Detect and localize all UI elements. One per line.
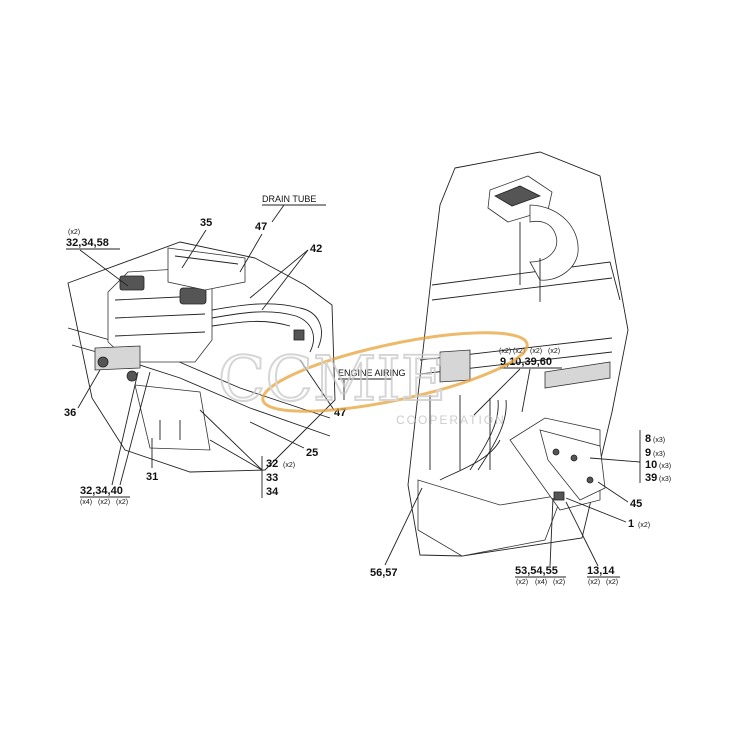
left-callouts: DRAIN TUBE (x2) 32,34,58 35 47 42 ENGINE… bbox=[64, 194, 406, 506]
qty-label: (x2) bbox=[283, 462, 295, 469]
right-callouts: (x2) (x2) (x2) (x2) 9,10,39,60 8 (x3) 9 … bbox=[370, 348, 671, 586]
callout-42: 42 bbox=[310, 243, 322, 255]
watermark: CCMIE COOPERATION bbox=[217, 331, 529, 427]
callout-1: 1 bbox=[628, 518, 634, 530]
qty-label: (x2) bbox=[516, 579, 528, 586]
qty-label: (x3) bbox=[653, 451, 665, 458]
callout-34: 34 bbox=[266, 486, 279, 498]
fuel-tank bbox=[107, 267, 213, 363]
qty-label: (x2) bbox=[548, 348, 560, 355]
left-assembly bbox=[67, 241, 336, 473]
callout-33: 33 bbox=[266, 472, 278, 484]
callout-36: 36 bbox=[64, 407, 76, 419]
qty-label: (x2) bbox=[98, 499, 110, 506]
callout-31: 31 bbox=[146, 471, 158, 483]
qty-label: (x2) bbox=[116, 499, 128, 506]
watermark-logo: CCMIE bbox=[218, 342, 446, 415]
note-engine-airing: ENGINE AIRING bbox=[338, 368, 406, 378]
qty-label: (x2) bbox=[513, 348, 525, 355]
qty-label: (x2) bbox=[606, 579, 618, 586]
callout-39: 39 bbox=[645, 472, 657, 484]
qty-label: (x2) bbox=[530, 348, 542, 355]
callout-32-34-40: 32,34,40 bbox=[80, 485, 123, 497]
callout-56-57: 56,57 bbox=[370, 567, 398, 579]
callout-45: 45 bbox=[630, 498, 642, 510]
qty-label: (x4) bbox=[535, 579, 547, 586]
callout-10: 10 bbox=[645, 459, 657, 471]
qty-label: (x2) bbox=[588, 579, 600, 586]
right-assembly bbox=[407, 151, 629, 557]
callout-13-14: 13,14 bbox=[587, 565, 615, 577]
callout-32: 32 bbox=[266, 458, 278, 470]
watermark-subtext: COOPERATION bbox=[396, 413, 506, 427]
qty-label: (x2) bbox=[68, 229, 80, 236]
callout-35: 35 bbox=[200, 217, 212, 229]
callout-9-10-39-60: 9,10,39,60 bbox=[500, 356, 552, 368]
callout-9: 9 bbox=[645, 447, 651, 459]
upper-unit bbox=[487, 175, 579, 302]
callout-8: 8 bbox=[645, 433, 651, 445]
qty-label: (x2) bbox=[638, 522, 650, 529]
qty-label: (x2) bbox=[553, 579, 565, 586]
callout-53-54-55: 53,54,55 bbox=[515, 565, 558, 577]
qty-label: (x3) bbox=[659, 476, 671, 483]
note-drain-tube: DRAIN TUBE bbox=[262, 194, 316, 204]
qty-label: (x3) bbox=[653, 437, 665, 444]
qty-label: (x3) bbox=[659, 463, 671, 470]
callout-47-top: 47 bbox=[255, 221, 267, 233]
callout-32-34-58: 32,34,58 bbox=[66, 237, 109, 249]
callout-25: 25 bbox=[306, 447, 318, 459]
qty-label: (x2) bbox=[499, 348, 511, 355]
qty-label: (x4) bbox=[80, 499, 92, 506]
